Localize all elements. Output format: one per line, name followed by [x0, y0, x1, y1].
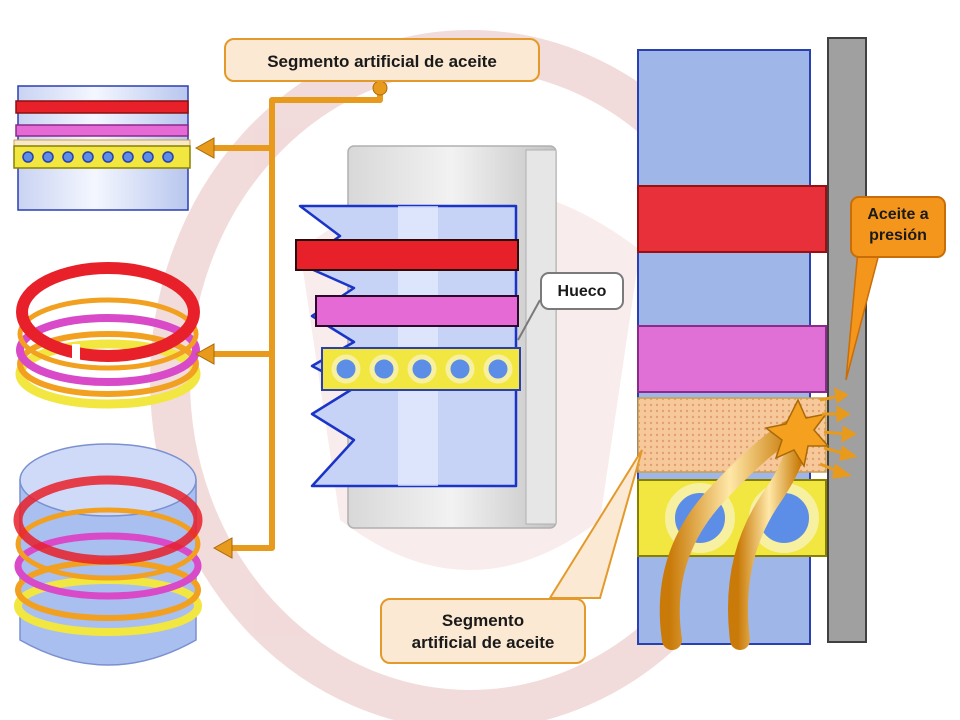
piston-illustration [13, 443, 203, 666]
oil-ring-label-bottom: Segmento artificial de aceite [380, 598, 586, 664]
oil-ring-label-bottom-line1: Segmento [441, 611, 525, 630]
oil-ring-holes-small [22, 151, 174, 163]
zoomed-section [295, 145, 557, 529]
oil-ring-label-bottom-line2: artificial de aceite [411, 633, 555, 653]
gap-label: Hueco [540, 272, 624, 310]
detail-section [548, 37, 881, 650]
section-view-small [13, 85, 191, 211]
pointer-arrows [212, 92, 383, 551]
arrow-heads [194, 80, 388, 559]
oil-ring-holes-zoom [331, 354, 513, 384]
gap-label-text: Hueco [557, 283, 607, 300]
ring-set-illustration [15, 262, 201, 409]
oil-pressure-label: Aceite a presión [850, 196, 946, 258]
oil-pressure-label-line2: presión [869, 226, 927, 244]
oil-ring-label-top-text: Segmento artificial de aceite [267, 52, 497, 71]
oil-ring-label-top: Segmento artificial de aceite [224, 38, 540, 82]
oil-pressure-label-line1: Aceite a [867, 206, 929, 223]
oil-jet-arrows [819, 387, 858, 479]
